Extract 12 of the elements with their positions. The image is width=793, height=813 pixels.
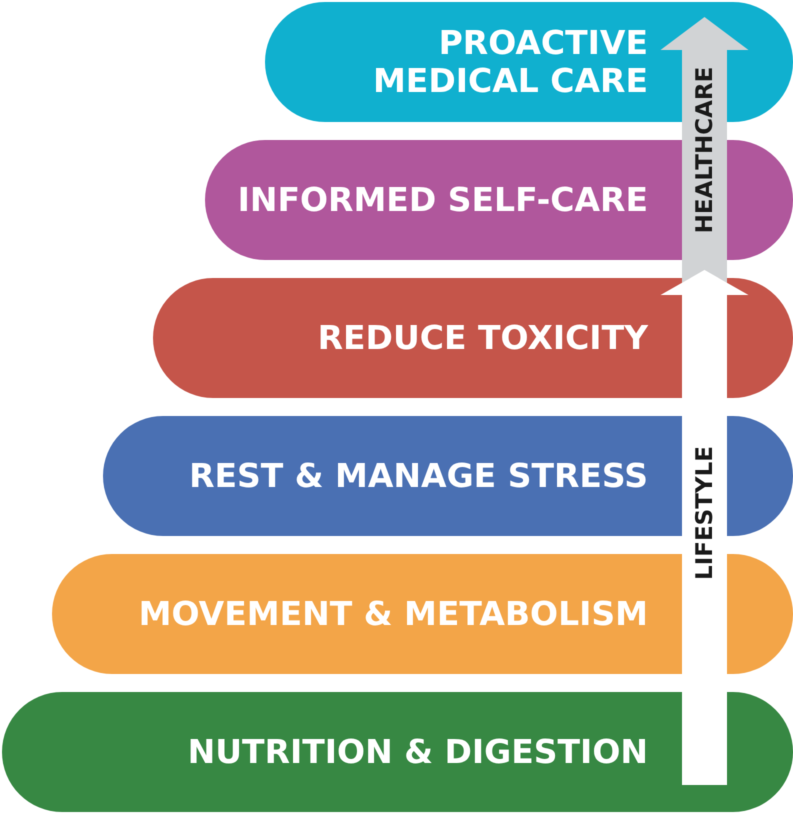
edge-label: HEALTHCARE xyxy=(692,66,716,234)
edge-label: LIFESTYLE xyxy=(692,446,716,580)
tier-bar xyxy=(153,278,793,398)
tier-label: REST & MANAGE STRESS xyxy=(189,457,648,495)
tier-label: MOVEMENT & METABOLISM xyxy=(138,595,648,633)
tier-label: INFORMED SELF-CARE xyxy=(238,181,648,219)
arrow xyxy=(660,270,748,785)
tier-bar xyxy=(2,692,793,812)
arrow xyxy=(660,17,748,283)
tier-label: REDUCE TOXICITY xyxy=(318,319,648,357)
tier-label: NUTRITION & DIGESTION xyxy=(188,733,648,771)
tier-label: PROACTIVE MEDICAL CARE xyxy=(372,24,648,100)
